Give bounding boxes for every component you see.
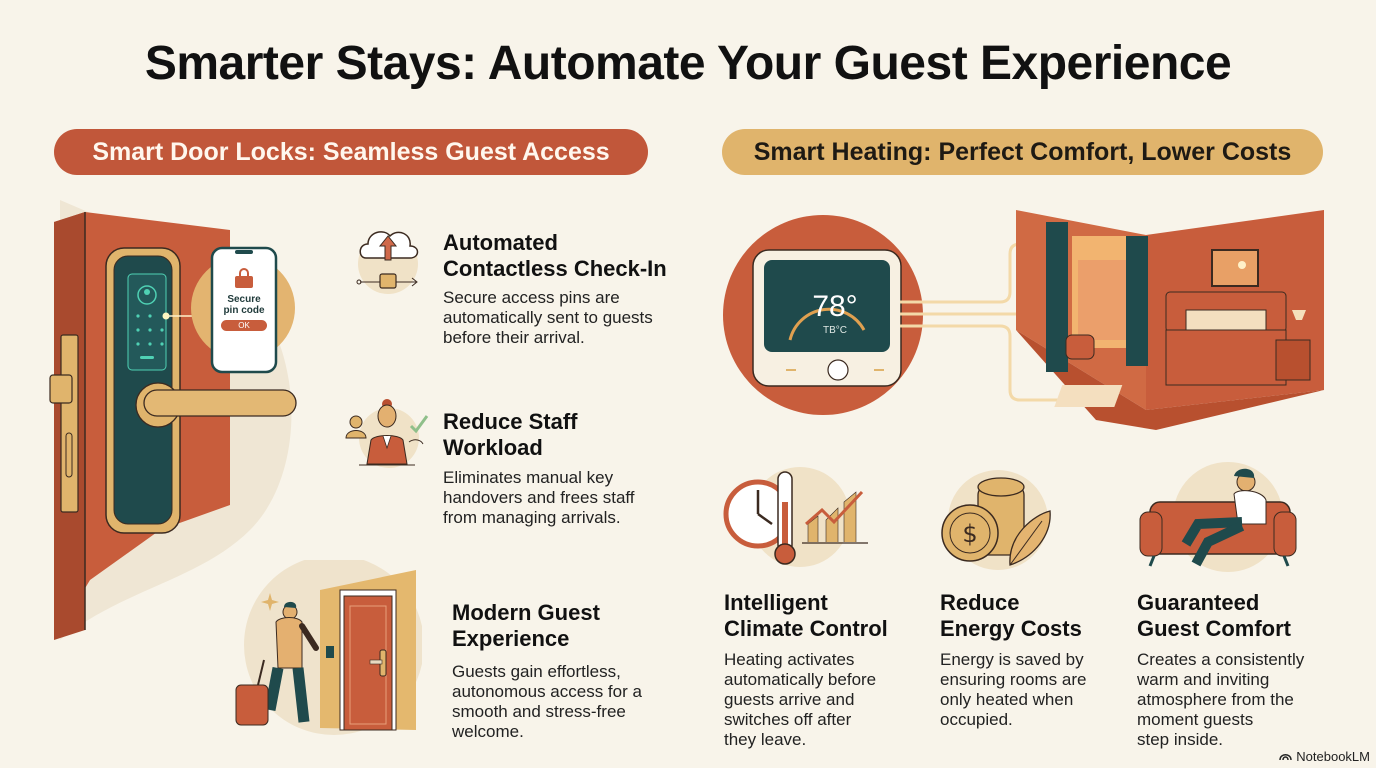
- cloud-upload-icon: [352, 222, 424, 294]
- brand-label: NotebookLM: [1296, 749, 1370, 764]
- clock-thermometer-chart-icon: [722, 462, 872, 572]
- section-pill-heating: Smart Heating: Perfect Comfort, Lower Co…: [722, 129, 1323, 175]
- bedroom-illustration: [1016, 210, 1326, 430]
- receptionist-icon: [345, 398, 433, 472]
- guest-door-icon: [232, 555, 424, 740]
- phone-label: Secure: [227, 294, 261, 305]
- feature-description: Heating activates automatically before g…: [724, 650, 877, 749]
- feature-title: Modern Guest Experience: [452, 600, 600, 651]
- feature-description: Energy is saved by ensuring rooms are on…: [940, 650, 1087, 729]
- feature-description: Guests gain effortless, autonomous acces…: [452, 662, 642, 741]
- page-title: Smarter Stays: Automate Your Guest Exper…: [144, 37, 1232, 90]
- notebooklm-logo-icon: [1279, 749, 1293, 764]
- feature-description: Creates a consistently warm and inviting…: [1137, 650, 1305, 749]
- feature-description: Eliminates manual key handovers and free…: [443, 468, 635, 527]
- feature-title: Reduce Energy Costs: [940, 590, 1082, 641]
- feature-title: Guaranteed Guest Comfort: [1137, 590, 1291, 641]
- thermostat-unit: TB°C: [823, 325, 847, 336]
- section-pill-door-locks: Smart Door Locks: Seamless Guest Access: [54, 129, 648, 175]
- feature-description: Secure access pins are automatically sen…: [443, 288, 653, 347]
- feature-title: Automated Contactless Check-In: [443, 230, 667, 281]
- feature-title: Reduce Staff Workload: [443, 409, 578, 460]
- coins-leaf-icon: $: [938, 465, 1058, 575]
- phone-label: pin code: [223, 305, 265, 316]
- phone-ok-button[interactable]: OK: [221, 320, 267, 331]
- svg-text:$: $: [962, 520, 977, 548]
- phone-screen: Secure pin code OK: [212, 262, 276, 331]
- lock-icon: [235, 268, 253, 288]
- feature-title: Intelligent Climate Control: [724, 590, 888, 641]
- smart-lock-illustration: [0, 200, 340, 640]
- thermostat-illustration: [718, 210, 928, 420]
- footer-brand: NotebookLM: [1279, 749, 1370, 764]
- thermostat-temperature: 78°: [812, 290, 858, 323]
- relaxing-sofa-icon: [1138, 462, 1298, 580]
